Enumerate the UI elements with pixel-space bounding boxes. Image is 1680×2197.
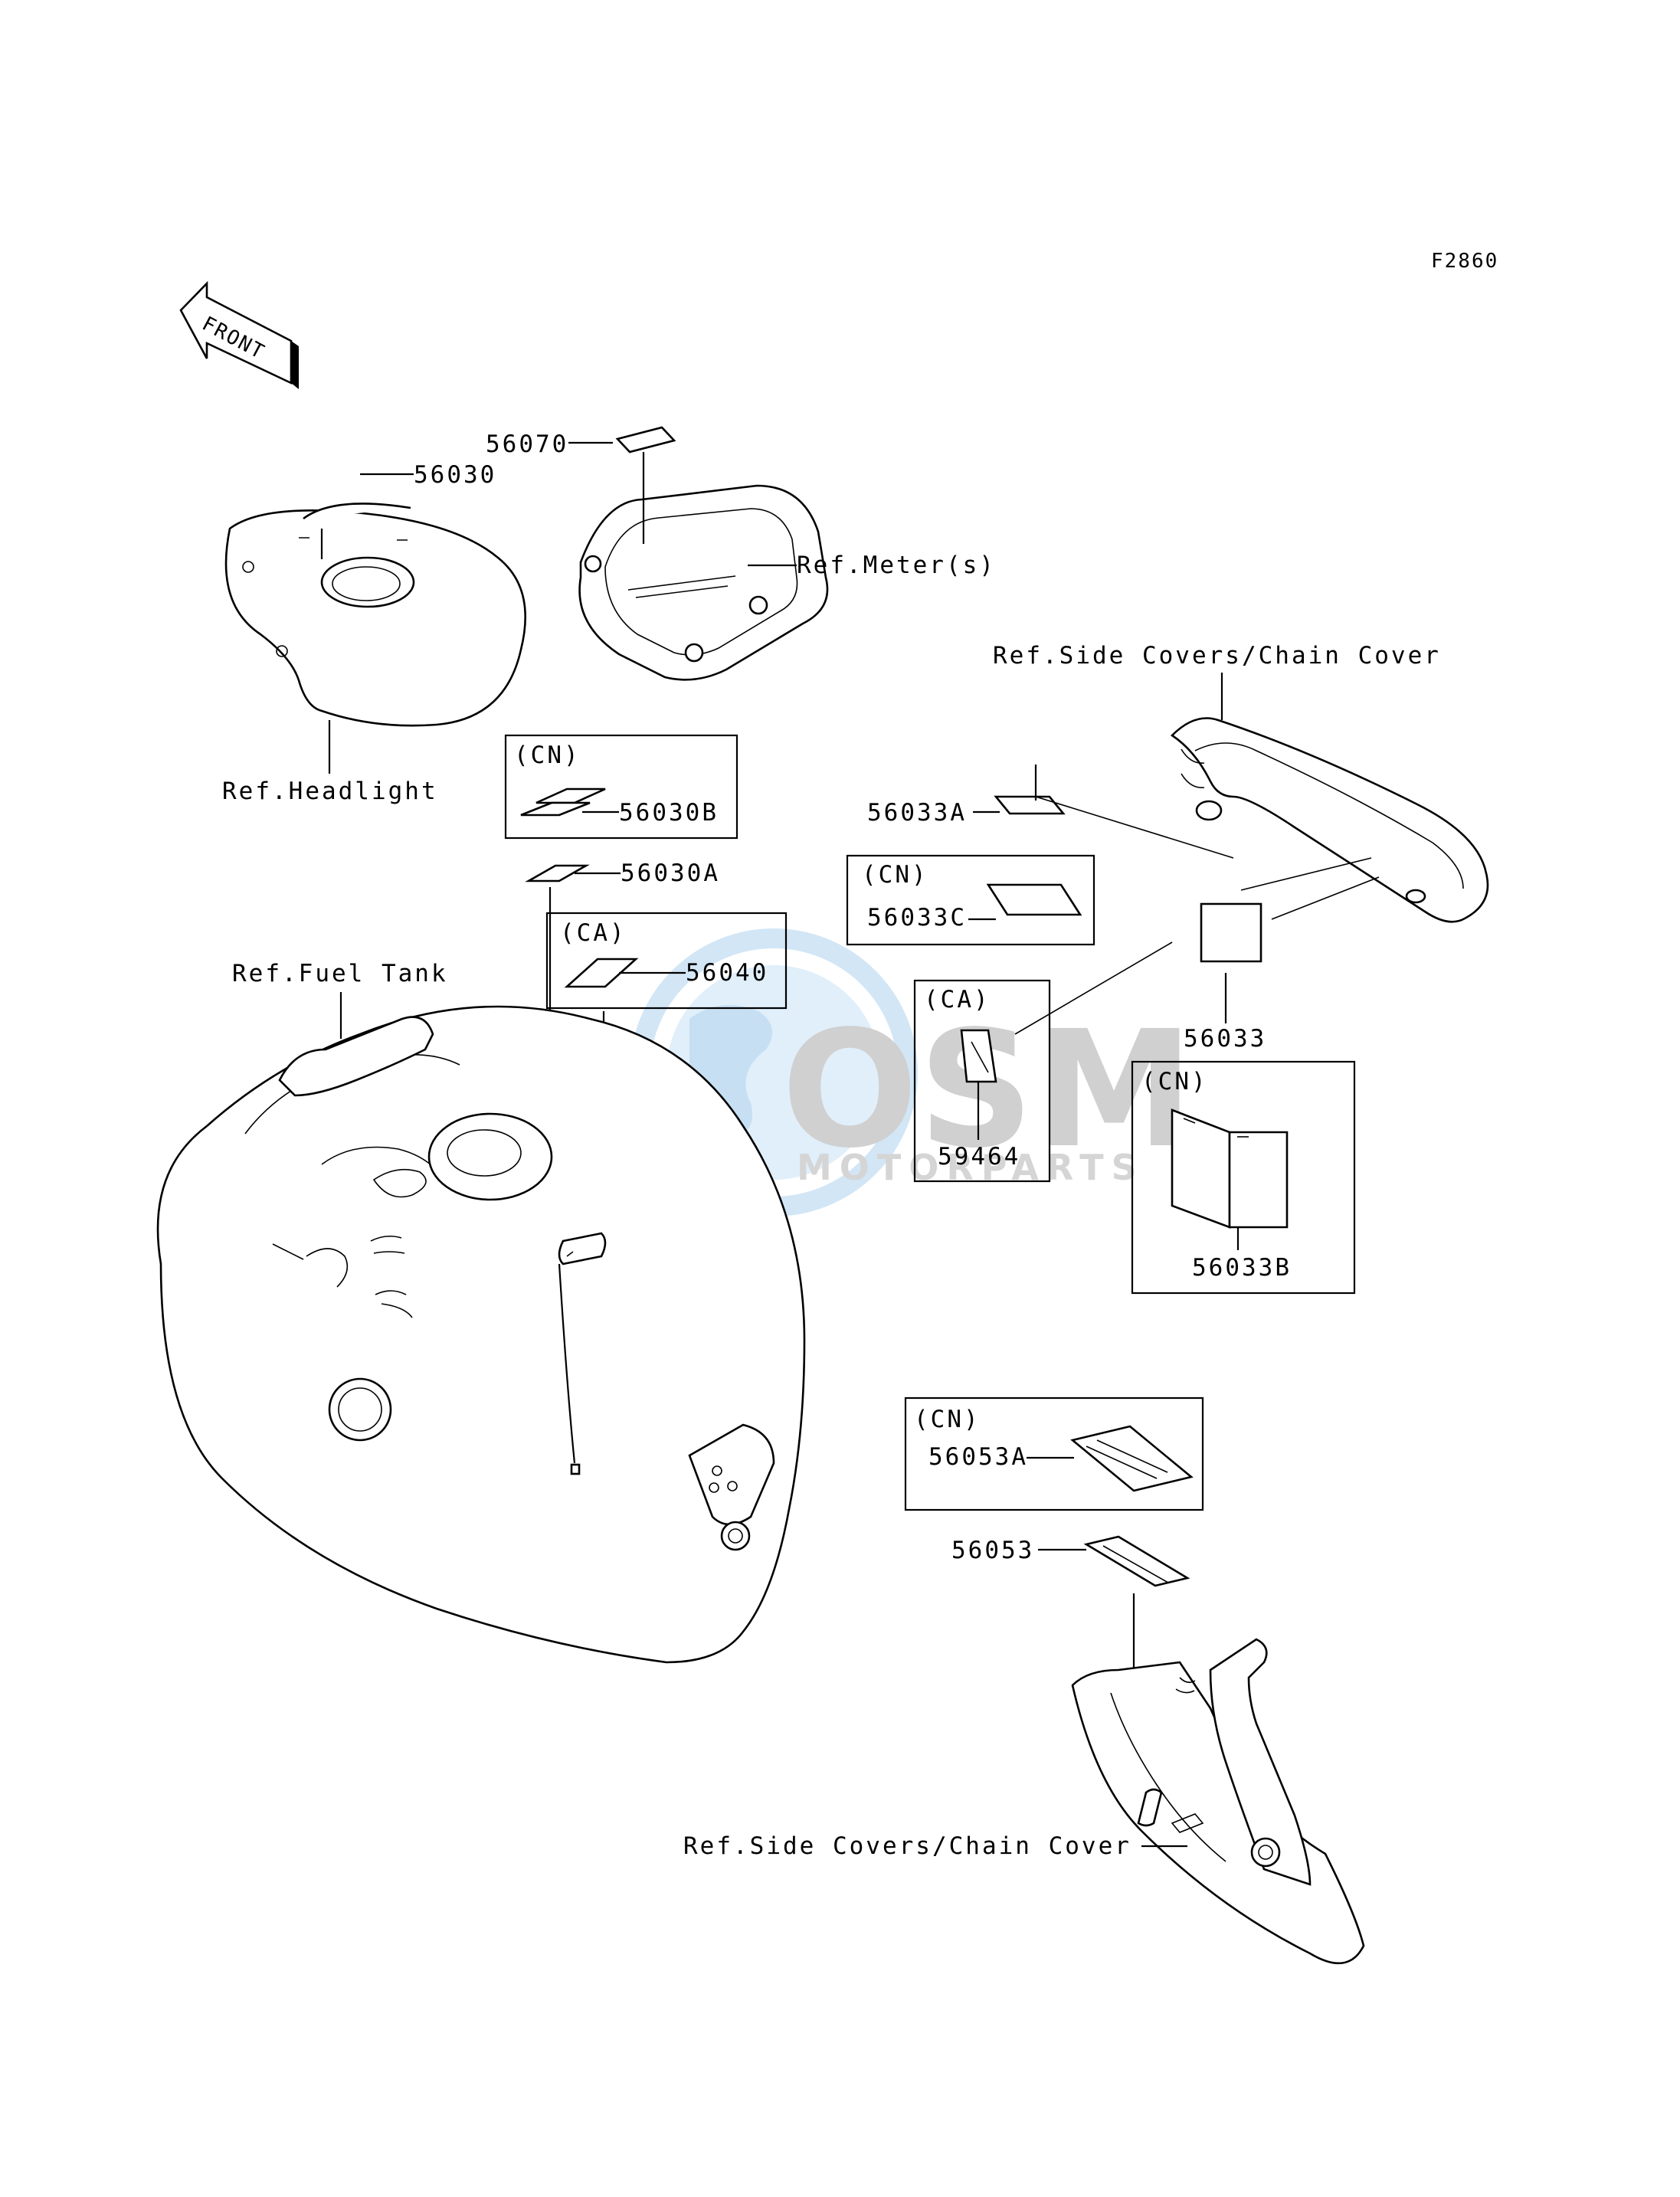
variant-box-ca-59464 bbox=[913, 979, 1051, 1183]
label-56030B: 56030B bbox=[619, 799, 719, 827]
variant-box-ca-56040 bbox=[545, 912, 788, 1010]
label-56053A: 56053A bbox=[928, 1443, 1028, 1471]
side-cover-top bbox=[1170, 717, 1489, 923]
fuel-tank bbox=[156, 1005, 806, 1664]
variant-cn-56053A: (CN) bbox=[914, 1406, 981, 1433]
watermark-logo: OSM bbox=[781, 996, 1194, 1184]
figure-code: F2860 bbox=[1431, 250, 1498, 273]
variant-ca-59464: (CA) bbox=[924, 986, 991, 1013]
label-56033: 56033 bbox=[1184, 1025, 1266, 1053]
variant-box-cn-56053A bbox=[904, 1396, 1204, 1511]
label-sticker-56070 bbox=[615, 426, 676, 453]
label-56070: 56070 bbox=[486, 431, 568, 458]
headlight-cover bbox=[224, 503, 526, 727]
label-ref-fuel-tank: Ref.Fuel Tank bbox=[232, 960, 448, 987]
label-sticker-56033B-left bbox=[1171, 1108, 1231, 1229]
label-ref-side-covers-bottom: Ref.Side Covers/Chain Cover bbox=[683, 1832, 1131, 1860]
variant-ca-56040: (CA) bbox=[560, 919, 627, 947]
variant-cn-56033B: (CN) bbox=[1141, 1068, 1208, 1095]
label-sticker-56033B-right bbox=[1228, 1131, 1289, 1229]
label-56033B: 56033B bbox=[1192, 1254, 1292, 1282]
label-sticker-56033 bbox=[1200, 902, 1262, 963]
front-arrow-icon: FRONT bbox=[179, 280, 299, 389]
variant-cn-56033C: (CN) bbox=[862, 861, 928, 889]
label-ref-headlight: Ref.Headlight bbox=[222, 778, 438, 805]
label-sticker-56030A bbox=[525, 864, 590, 882]
variant-box-cn-56030B bbox=[504, 734, 738, 840]
label-56040: 56040 bbox=[686, 959, 768, 987]
label-sticker-56033C bbox=[986, 883, 1082, 916]
side-cover-bottom bbox=[1071, 1638, 1365, 1965]
label-sticker-56030B-a bbox=[535, 787, 606, 804]
label-ref-meter: Ref.Meter(s) bbox=[797, 552, 996, 579]
label-sticker-56053A bbox=[1070, 1425, 1194, 1492]
label-sticker-56030B-b bbox=[520, 801, 591, 817]
variant-box-cn-56033C bbox=[846, 854, 1095, 946]
variant-cn-56030B: (CN) bbox=[514, 742, 581, 769]
variant-box-cn-56033B bbox=[1131, 1060, 1356, 1295]
meter bbox=[578, 484, 829, 681]
label-ref-side-covers-top: Ref.Side Covers/Chain Cover bbox=[993, 642, 1441, 670]
label-59464: 59464 bbox=[938, 1143, 1020, 1171]
label-sticker-56033A bbox=[994, 795, 1066, 815]
label-56033A: 56033A bbox=[867, 799, 967, 827]
label-56030A: 56030A bbox=[621, 859, 720, 887]
label-sticker-56053 bbox=[1083, 1535, 1190, 1587]
label-56053: 56053 bbox=[951, 1537, 1034, 1564]
label-56030: 56030 bbox=[414, 461, 496, 489]
label-sticker-56040 bbox=[564, 958, 639, 988]
label-56033C: 56033C bbox=[867, 904, 967, 932]
